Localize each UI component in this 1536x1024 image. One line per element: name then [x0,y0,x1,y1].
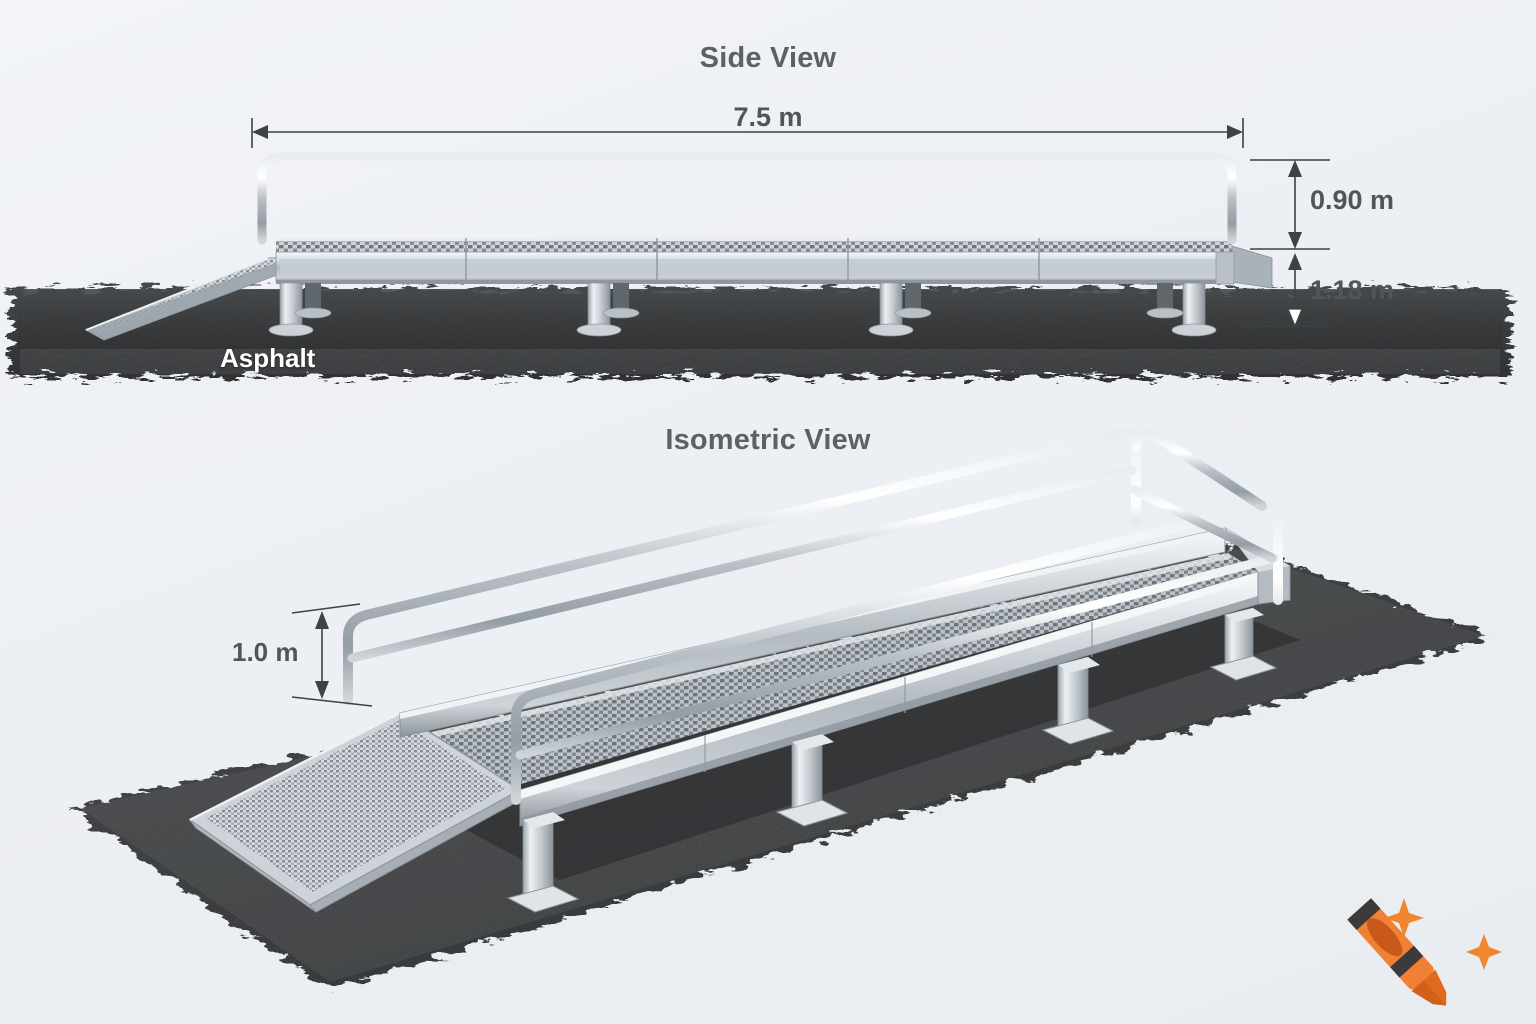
side-beam-near-iso [519,571,1259,827]
dimension-railing-height-iso [291,603,373,707]
isometric-view-title: Isometric View [665,424,871,456]
deck-side [275,238,1273,289]
sparkle-icon [1384,898,1502,970]
railing-end-iso [1129,430,1277,563]
asphalt-strip-side [10,289,1510,377]
side-view-title: Side View [699,42,837,74]
asphalt-pad-iso [70,545,1492,990]
approach-ramp-side [84,257,291,341]
railing-posts-side [279,156,1220,254]
dimension-label-deck-height: 1.18 m [1310,275,1395,305]
approach-ramp-iso [188,711,525,913]
railing-posts-far-iso [360,427,1127,723]
asphalt-ground-label: Asphalt [220,343,316,373]
support-posts-iso [506,607,1278,913]
dimension-label-railing-height: 0.90 m [1310,185,1395,215]
support-posts-side [268,282,1217,337]
dimension-label-railing-height-iso: 1.0 m [232,637,299,667]
dimension-heights [1240,159,1330,328]
dimension-length [251,118,1244,148]
dimension-label-length: 7.5 m [733,102,803,132]
railing-side [257,152,1237,245]
railing-near-iso [511,499,1283,805]
